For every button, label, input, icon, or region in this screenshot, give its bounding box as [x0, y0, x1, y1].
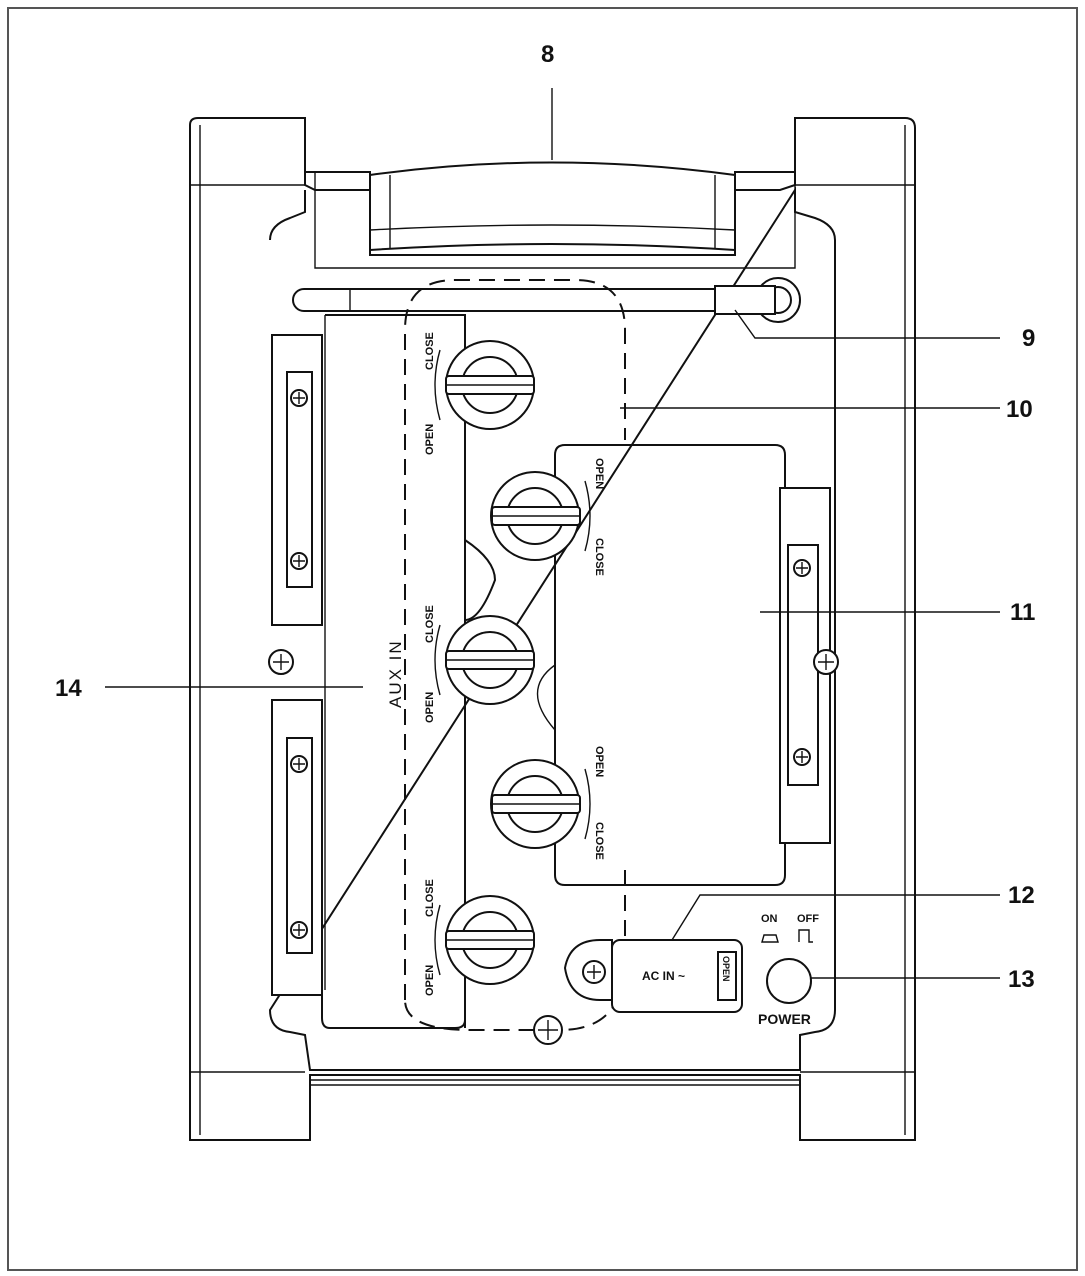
ac-in-label: AC IN ~ — [642, 969, 685, 983]
handle — [305, 161, 796, 269]
latch-label-close-5: CLOSE — [593, 822, 605, 860]
ac-in-open-label: OPEN — [721, 956, 731, 982]
callout-9: 9 — [1022, 325, 1035, 352]
latch-label-close-2: CLOSE — [424, 605, 436, 643]
battery-cover — [536, 444, 786, 886]
latch-label-open-1: OPEN — [424, 424, 436, 455]
ac-in-socket: AC IN ~ OPEN — [563, 939, 743, 1013]
callout-8: 8 — [541, 41, 554, 68]
power-label: POWER — [758, 1011, 811, 1027]
right-hinge — [779, 487, 839, 844]
latch-aux-bottom — [434, 895, 535, 985]
latch-aux-mid — [434, 615, 535, 705]
on-symbol — [761, 934, 779, 943]
callout-12: 12 — [1008, 882, 1035, 909]
latch-aux-top — [434, 340, 535, 430]
power-switch: ON OFF POWER — [758, 913, 819, 1027]
latch-label-close-4: CLOSE — [593, 538, 605, 576]
left-hinge-top — [271, 334, 323, 626]
callout-14: 14 — [55, 675, 82, 702]
off-label: OFF — [797, 913, 819, 925]
cabinet — [189, 117, 916, 1141]
on-label: ON — [761, 913, 778, 925]
latch-battery-top — [490, 471, 591, 561]
figure-border — [7, 7, 1078, 1271]
left-screw — [268, 649, 294, 675]
leader-lines — [105, 88, 1000, 979]
aux-in-label: AUX IN — [386, 639, 405, 708]
aux-compartment-outline — [404, 279, 626, 1031]
callout-10: 10 — [1006, 396, 1033, 423]
callout-13: 13 — [1008, 966, 1035, 993]
latch-label-open-3: OPEN — [424, 965, 436, 996]
off-symbol — [798, 929, 813, 943]
latch-label-close-3: CLOSE — [424, 879, 436, 917]
ground-screw — [533, 1015, 563, 1045]
left-hinge-bottom — [271, 699, 323, 996]
latch-battery-bottom — [490, 759, 591, 849]
latch-label-open-4: OPEN — [593, 458, 605, 489]
latch-label-open-2: OPEN — [424, 692, 436, 723]
callout-11: 11 — [1010, 599, 1035, 626]
latch-label-close-1: CLOSE — [424, 332, 436, 370]
latch-label-open-5: OPEN — [593, 746, 605, 777]
